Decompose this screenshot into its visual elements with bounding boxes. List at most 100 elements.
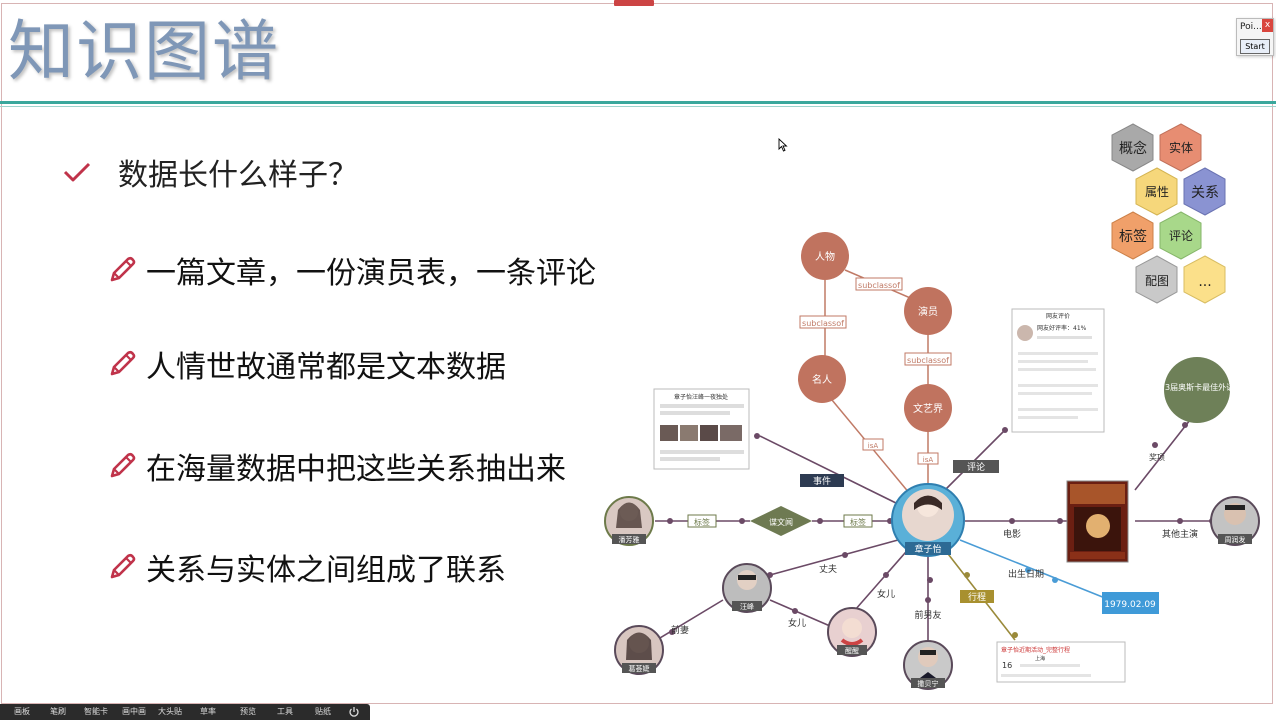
toolbar-item[interactable]: 贴纸 — [315, 707, 331, 716]
popup-close-button[interactable]: x — [1262, 19, 1273, 32]
node-tag-label: 谍文闻 — [769, 517, 793, 527]
node-artist[interactable] — [904, 384, 952, 432]
avatar-wang-label: 汪峰 — [740, 602, 754, 611]
popup-start-button[interactable]: Start — [1240, 39, 1270, 54]
article-card-title: 章子怡汪峰一夜独处 — [674, 393, 728, 401]
node-award[interactable] — [1164, 357, 1230, 423]
node-celebrity[interactable] — [798, 355, 846, 403]
legend-image-label: 配图 — [1145, 274, 1169, 288]
avatar-ge-label: 葛荟婕 — [629, 664, 650, 673]
title-divider-thin — [0, 106, 1276, 107]
birthday-value: 1979.02.09 — [1104, 600, 1156, 610]
node-actor-label: 演员 — [918, 305, 938, 318]
power-icon[interactable] — [348, 706, 360, 718]
avatar-right-label: 周润发 — [1225, 535, 1246, 544]
schedule-card-title: 章子怡近期活动_完整行程 — [1001, 646, 1070, 654]
schedule-card-day: 16 — [1002, 661, 1012, 670]
node-actor[interactable] — [904, 287, 952, 335]
pencil-icon — [110, 256, 136, 282]
toolbar-item[interactable]: 大头贴 — [158, 707, 182, 716]
legend-relation-label: 关系 — [1191, 185, 1219, 201]
legend-comment-label: 评论 — [1169, 229, 1193, 243]
main-bullet: 数据长什么样子？ — [62, 150, 358, 194]
toolbar-item[interactable]: 工具 — [277, 707, 293, 716]
edge-movie: 电影 — [1003, 528, 1021, 540]
edge-subclass-1: subclassof — [858, 281, 900, 290]
edge-subclass-2: subclassof — [802, 319, 844, 328]
point-text: 在海量数据中把这些关系抽出来 — [146, 452, 566, 487]
edge-tag-1: 标签 — [694, 517, 710, 527]
legend-image-hex — [1135, 255, 1178, 304]
slide-title: 知识图谱 — [8, 13, 280, 90]
legend-tag-label: 标签 — [1119, 228, 1147, 245]
node-award-label: 第73届奥斯卡最佳外语片 — [1152, 382, 1242, 392]
edge-birthday: 出生日期 — [1008, 568, 1044, 580]
point-text: 关系与实体之间组成了联系 — [146, 553, 506, 588]
edge-husband: 丈夫 — [819, 563, 837, 575]
edge-comment: 评论 — [967, 461, 985, 473]
hex-legend: 概念 实体 属性 关系 标签 评论 配图 ... — [1111, 123, 1226, 304]
edge-isa-1: isA — [868, 442, 879, 450]
movie-poster-image[interactable] — [1066, 480, 1129, 563]
top-resize-handle[interactable] — [614, 0, 654, 6]
mouse-cursor-icon — [778, 138, 788, 152]
edge-tag-2: 标签 — [850, 517, 866, 527]
legend-tag-hex — [1111, 211, 1154, 260]
point-text: 人情世故通常都是文本数据 — [146, 350, 506, 385]
avatar-xing-label: 醒醒 — [845, 647, 859, 655]
presentation-toolbar: 画板 笔刷 智能卡 画中画 大头贴 草率 预览 工具 贴纸 — [0, 704, 370, 720]
avatar-fan-label: 撒贝宁 — [918, 679, 939, 688]
checkmark-icon — [63, 162, 91, 182]
legend-attribute-label: 属性 — [1145, 185, 1169, 199]
birthday-box[interactable] — [1102, 592, 1159, 614]
point-4: 关系与实体之间组成了联系 — [106, 545, 506, 589]
node-celebrity-label: 名人 — [812, 373, 832, 386]
legend-relation-hex — [1183, 167, 1226, 216]
comment-card-title: 网友评价 — [1046, 312, 1070, 320]
avatar-left-label: 潘芳雅 — [619, 535, 640, 544]
toolbar-item[interactable]: 智能卡 — [84, 707, 108, 716]
legend-entity-hex — [1159, 123, 1202, 172]
node-tag-diamond[interactable] — [750, 506, 812, 536]
comment-card-rate: 网友好评率：41% — [1037, 324, 1087, 332]
edge-isa-2: isA — [923, 456, 934, 464]
node-center-label: 章子怡 — [914, 543, 941, 555]
toolbar-item[interactable]: 画中画 — [122, 707, 146, 716]
node-artist-label: 文艺界 — [913, 402, 943, 415]
schedule-card[interactable]: 章子怡近期活动_完整行程 16 上海 — [996, 641, 1126, 683]
birthday-link — [959, 539, 1111, 601]
toolbar-item[interactable]: 画板 — [14, 707, 30, 716]
legend-more-label: ... — [1198, 274, 1211, 290]
legend-concept-label: 概念 — [1119, 140, 1147, 157]
toolbar-item[interactable]: 预览 — [240, 707, 256, 716]
pencil-icon — [110, 553, 136, 579]
legend-comment-hex — [1159, 211, 1202, 260]
node-person-label: 人物 — [815, 250, 835, 263]
pointer-tool-popup[interactable]: Poi... x Start — [1236, 18, 1274, 56]
edge-subclass-3: subclassof — [907, 356, 949, 365]
edge-bestie: 前男友 — [914, 609, 941, 621]
legend-more-hex — [1183, 255, 1226, 304]
pencil-icon — [110, 452, 136, 478]
concept-edge-labels: subclassof subclassof subclassof isA isA — [799, 277, 952, 465]
title-divider — [0, 101, 1276, 104]
edge-daughter-1: 女儿 — [877, 588, 895, 600]
point-text: 一篇文章，一份演员表，一条评论 — [146, 256, 596, 291]
toolbar-item[interactable]: 笔刷 — [50, 707, 66, 716]
comment-card[interactable]: 网友评价 网友好评率：41% — [1011, 308, 1105, 433]
edge-award: 奖项 — [1149, 452, 1165, 462]
node-person[interactable] — [801, 232, 849, 280]
main-bullet-text: 数据长什么样子？ — [118, 158, 358, 193]
toolbar-item[interactable]: 草率 — [200, 707, 216, 716]
legend-entity-label: 实体 — [1169, 140, 1193, 155]
legend-concept-hex — [1111, 123, 1154, 172]
edge-daughter-2: 女儿 — [788, 617, 806, 629]
edge-exwife: 前妻 — [671, 624, 689, 636]
point-3: 在海量数据中把这些关系抽出来 — [106, 444, 566, 488]
article-card[interactable]: 章子怡汪峰一夜独处 — [653, 388, 750, 470]
person-nodes: 潘芳雅 汪峰 葛荟婕 醒醒 撒贝宁 周润发 — [604, 496, 1260, 690]
edge-schedule: 行程 — [968, 591, 986, 603]
concept-nodes: 人物 演员 名人 文艺界 — [798, 232, 952, 432]
